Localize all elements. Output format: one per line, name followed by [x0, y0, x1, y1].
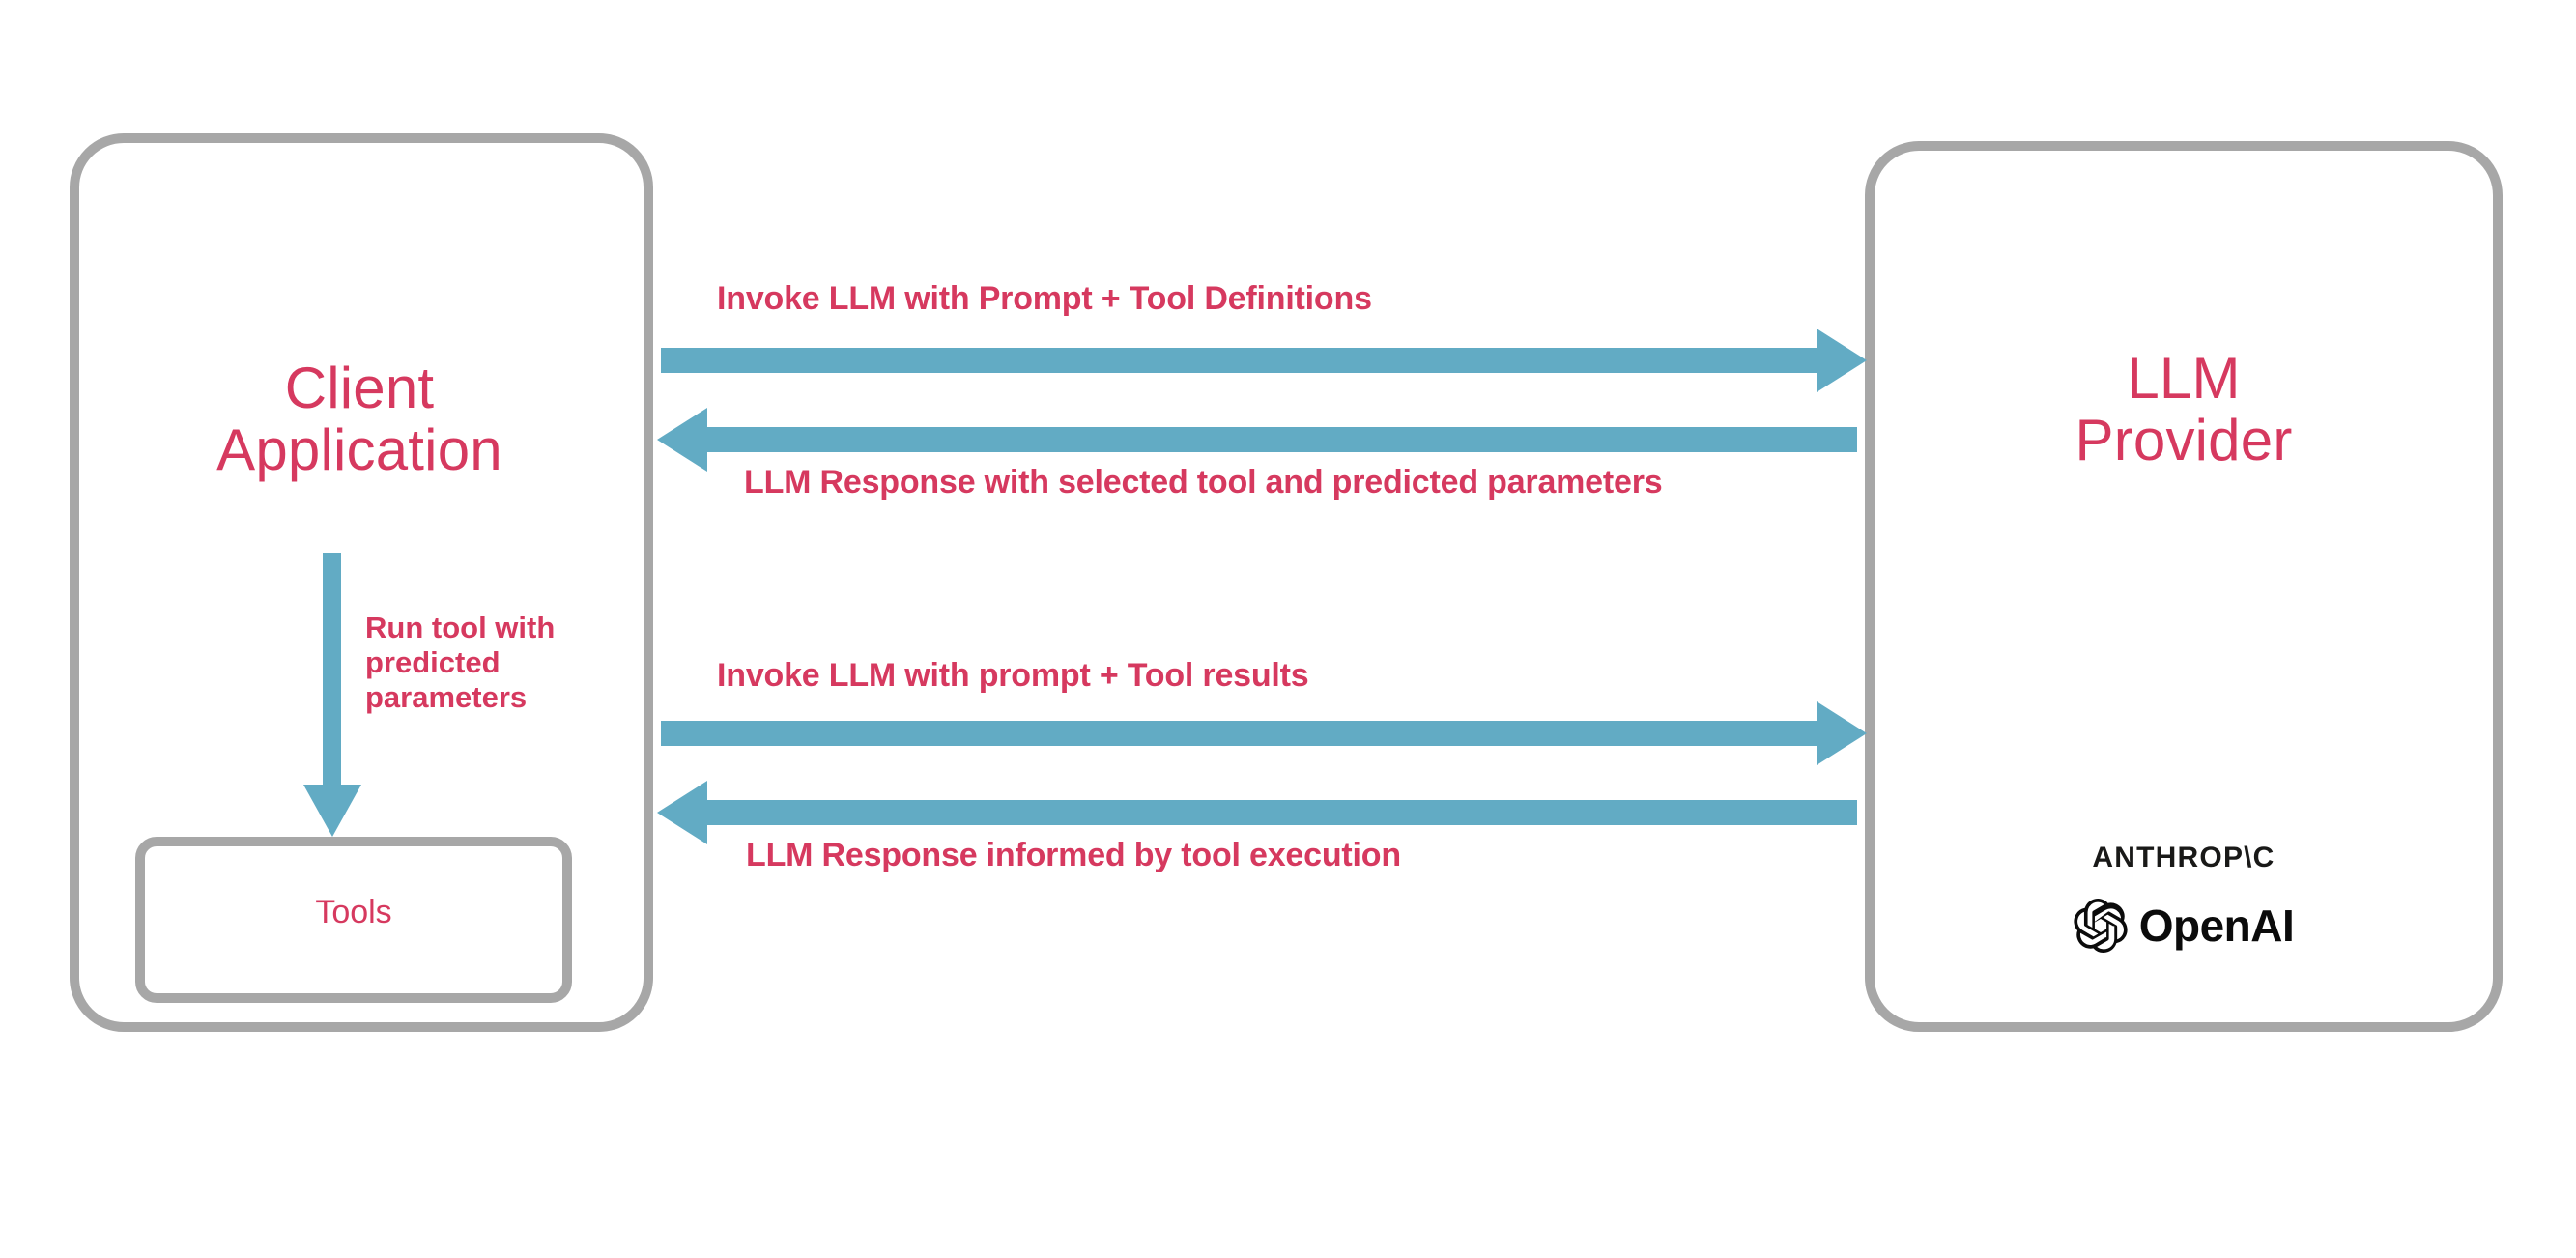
run-tool-arrow-shaft	[323, 553, 341, 792]
message-arrow-response-1-shaft	[707, 427, 1857, 452]
message-arrow-response-2-shaft	[707, 800, 1857, 825]
llm-provider-title: LLM Provider	[2075, 346, 2293, 473]
message-arrow-response-2-head-icon	[657, 781, 707, 844]
message-arrow-request-2-head-icon	[1817, 701, 1867, 765]
run-tool-arrow-head-icon	[303, 785, 361, 837]
message-arrow-request-2-shaft	[661, 721, 1822, 746]
message-label-request-1: Invoke LLM with Prompt + Tool Definition…	[717, 280, 1372, 317]
openai-wordmark: OpenAI	[2138, 901, 2295, 951]
tools-label: Tools	[315, 894, 392, 930]
client-application-title: Client Application	[216, 356, 502, 483]
message-label-response-2: LLM Response informed by tool execution	[746, 837, 1401, 873]
run-tool-label: Run tool with predicted parameters	[365, 611, 556, 714]
message-arrow-response-1-head-icon	[657, 408, 707, 472]
message-label-response-1: LLM Response with selected tool and pred…	[744, 464, 1663, 500]
tools-box	[135, 837, 572, 1003]
anthropic-logo: ANTHROP\C	[2092, 842, 2275, 873]
message-label-request-2: Invoke LLM with prompt + Tool results	[717, 657, 1309, 694]
llm-provider-box	[1865, 141, 2503, 1032]
openai-logo: OpenAI	[1884, 899, 2483, 953]
openai-mark-icon	[2074, 899, 2128, 953]
message-arrow-request-1-shaft	[661, 348, 1822, 373]
message-arrow-request-1-head-icon	[1817, 329, 1867, 392]
